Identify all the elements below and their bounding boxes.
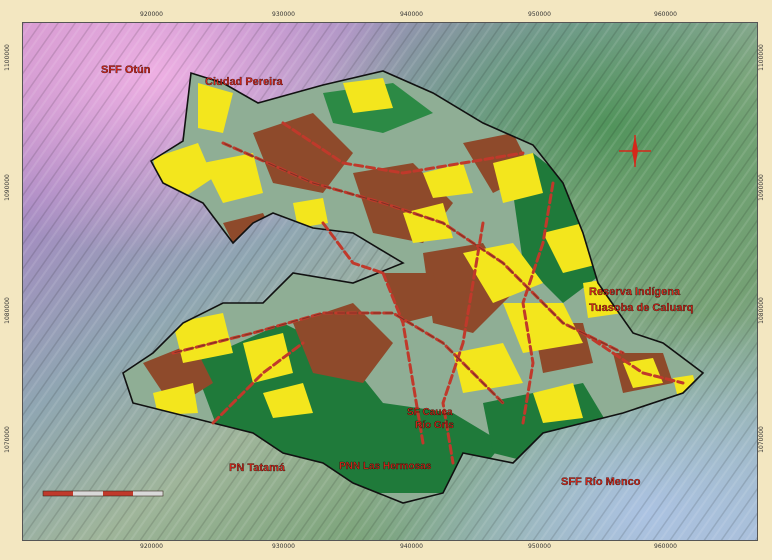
label-ciudad-pereira: Ciudad Pereira [205, 76, 284, 88]
tick-left-2: 1090000 [3, 174, 11, 201]
label-reserva-line1: Reserva Indígena [589, 286, 681, 298]
label-sff-otun: SFF Otún [101, 64, 151, 76]
tick-top-1: 920000 [140, 11, 163, 18]
yellow-cover [153, 78, 698, 423]
tick-top-5: 960000 [654, 11, 677, 18]
tick-left-3: 1080000 [3, 297, 11, 324]
map-canvas[interactable]: SFF Otún Ciudad Pereira Reserva Indígena… [22, 22, 758, 541]
label-sff-cauca-line1: SF Cauca [407, 407, 453, 418]
label-reserva-line2: Tuasoba de Caluarq [589, 302, 693, 314]
tick-bottom-5: 960000 [654, 543, 677, 550]
tick-left-4: 1070000 [3, 426, 11, 453]
label-sff-cauca-line2: Río Gris [415, 420, 454, 431]
tick-right-1: 1100000 [757, 44, 765, 71]
tick-top-3: 940000 [400, 11, 423, 18]
road-dash-outline [172, 142, 624, 404]
label-pnn-las-hermosas: PNN Las Hermosas [339, 461, 432, 472]
tick-right-3: 1080000 [757, 297, 765, 324]
tick-right-2: 1090000 [757, 174, 765, 201]
tick-bottom-3: 940000 [400, 543, 423, 550]
scale-bar-icon [42, 490, 164, 497]
compass-rose-icon [619, 135, 651, 167]
tick-bottom-1: 920000 [140, 543, 163, 550]
label-pn-tatama: PN Tatamá [229, 462, 286, 474]
tick-top-2: 930000 [272, 11, 295, 18]
tick-left-1: 1100000 [3, 44, 11, 71]
tick-bottom-2: 930000 [272, 543, 295, 550]
tick-top-4: 950000 [528, 11, 551, 18]
tick-bottom-4: 950000 [528, 543, 551, 550]
map-svg: SFF Otún Ciudad Pereira Reserva Indígena… [23, 23, 757, 540]
tick-right-4: 1070000 [757, 426, 765, 453]
label-sff-rio-menco: SFF Río Menco [561, 476, 641, 488]
